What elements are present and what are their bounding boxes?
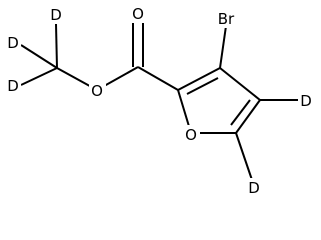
atom-br: Br bbox=[218, 10, 235, 28]
bond-c-d-bottom bbox=[20, 67, 58, 86]
bond-carbonyl-c2 bbox=[137, 66, 179, 91]
atom-d-methyl-top: D bbox=[50, 6, 62, 24]
bond-c3-br bbox=[219, 25, 227, 69]
bond-c3-c2-inner bbox=[186, 77, 219, 95]
bond-c5-d bbox=[235, 132, 253, 181]
atom-o-carbonyl: O bbox=[132, 5, 144, 23]
bond-c-d-left bbox=[20, 44, 58, 69]
molecule-structure: D D D O O Br O D D bbox=[5, 4, 315, 197]
bond-c5-c4 bbox=[235, 99, 261, 134]
bond-c3-c2 bbox=[177, 67, 221, 91]
atom-d-methyl-left: D bbox=[7, 34, 19, 52]
atom-d-c4: D bbox=[300, 92, 312, 110]
bond-c4-c3 bbox=[219, 67, 261, 101]
bond-c-d-top bbox=[55, 23, 58, 69]
atom-o-ester: O bbox=[91, 82, 103, 100]
atom-o-ring: O bbox=[185, 126, 197, 144]
bonds bbox=[20, 22, 298, 181]
atom-d-c5: D bbox=[248, 179, 260, 197]
bond-c5-c4-inner bbox=[230, 99, 251, 126]
atom-d-methyl-bottom: D bbox=[7, 77, 19, 95]
atom-labels: D D D O O Br O D D bbox=[5, 4, 315, 197]
